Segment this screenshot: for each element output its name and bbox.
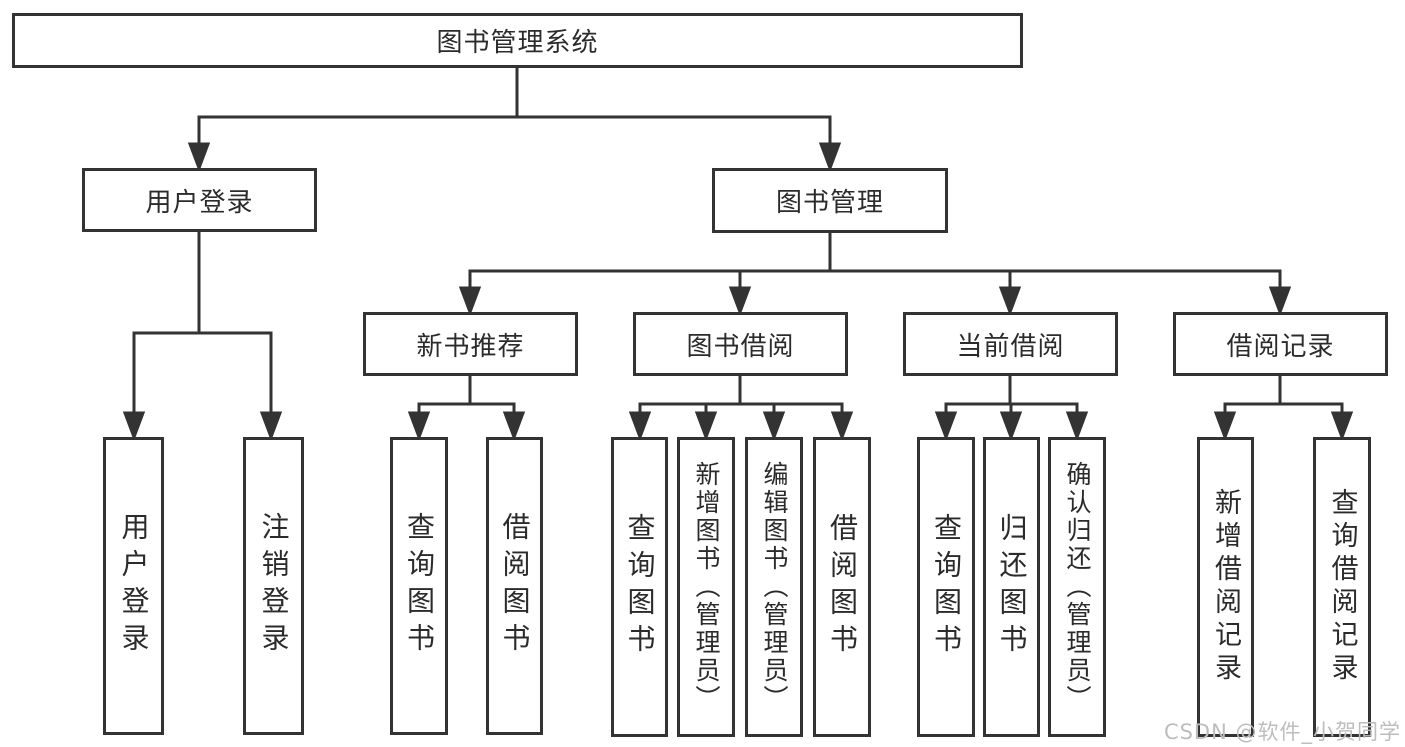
leaf-newbook-borrow: 借阅图书 <box>486 437 543 735</box>
leaf-record-add: 新增借阅记录 <box>1197 437 1254 737</box>
leaf-current-return: 归还图书 <box>983 437 1040 737</box>
arrowhead <box>830 411 854 442</box>
arrowhead <box>728 286 752 317</box>
leaf-bookborrow-add-admin: 新增图书（管理员） <box>677 437 735 737</box>
node-label: 借阅记录 <box>1226 331 1335 362</box>
node-label: 当前借阅 <box>956 331 1065 362</box>
arrowhead <box>818 142 842 173</box>
arrowhead <box>1330 411 1354 442</box>
connector-current-borrow <box>934 374 1089 442</box>
node-label: 图书借阅 <box>686 331 795 362</box>
connector-book-mgmt <box>458 231 1292 317</box>
arrowhead <box>999 411 1023 442</box>
connector-root <box>187 66 842 173</box>
watermark: CSDN @软件_小贺同学 <box>1163 720 1401 744</box>
arrowhead <box>762 411 786 442</box>
arrowhead <box>998 286 1022 317</box>
leaf-label: 用户登录 <box>117 512 151 660</box>
leaf-bookborrow-edit-admin: 编辑图书（管理员） <box>745 437 803 737</box>
node-borrow-record: 借阅记录 <box>1173 312 1388 376</box>
leaf-label: 归还图书 <box>995 513 1029 661</box>
node-book-mgmt: 图书管理 <box>712 168 948 233</box>
node-new-book: 新书推荐 <box>363 312 578 376</box>
leaf-newbook-query: 查询图书 <box>390 437 448 735</box>
connector-borrow-record <box>1213 374 1354 442</box>
arrowhead <box>122 411 146 442</box>
leaf-bookborrow-borrow: 借阅图书 <box>813 437 871 737</box>
node-label: 图书管理 <box>775 188 884 218</box>
leaf-label: 查询借阅记录 <box>1326 488 1358 686</box>
connector-user-login <box>122 230 283 442</box>
arrowhead <box>407 411 431 442</box>
leaf-label: 查询图书 <box>623 513 657 661</box>
node-book-borrow: 图书借阅 <box>633 312 848 376</box>
arrowhead <box>502 411 526 442</box>
arrowhead <box>1268 286 1292 317</box>
arrowhead <box>694 411 718 442</box>
connector-new-book <box>407 374 526 442</box>
node-label: 用户登录 <box>145 187 254 218</box>
arrowhead <box>1213 411 1237 442</box>
node-user-login: 用户登录 <box>82 168 317 232</box>
arrowhead <box>1065 411 1089 442</box>
leaf-label: 编辑图书（管理员） <box>760 461 789 713</box>
arrowhead <box>458 286 482 317</box>
leaf-logout: 注销登录 <box>243 437 304 735</box>
leaf-record-query: 查询借阅记录 <box>1313 437 1371 737</box>
leaf-label: 新增借阅记录 <box>1210 488 1241 686</box>
node-current-borrow: 当前借阅 <box>903 312 1118 376</box>
connector-book-borrow <box>628 374 854 442</box>
leaf-label: 查询图书 <box>403 512 436 660</box>
node-label: 图书管理系统 <box>436 28 599 58</box>
leaf-label: 注销登录 <box>257 512 291 660</box>
leaf-label: 确认归还（管理员） <box>1063 461 1092 713</box>
leaf-bookborrow-query: 查询图书 <box>611 437 668 737</box>
leaf-current-confirm-admin: 确认归还（管理员） <box>1048 437 1106 737</box>
leaf-label: 借阅图书 <box>826 513 859 661</box>
arrowhead <box>934 411 958 442</box>
arrowhead <box>187 142 211 173</box>
leaf-label: 查询图书 <box>930 513 963 661</box>
leaf-label: 新增图书（管理员） <box>692 461 721 713</box>
arrowhead <box>628 411 652 442</box>
node-label: 新书推荐 <box>416 331 525 362</box>
leaf-current-query: 查询图书 <box>917 437 975 737</box>
leaf-user-login: 用户登录 <box>103 437 164 735</box>
leaf-label: 借阅图书 <box>498 512 532 660</box>
arrowhead <box>259 411 283 442</box>
node-root: 图书管理系统 <box>12 13 1023 68</box>
